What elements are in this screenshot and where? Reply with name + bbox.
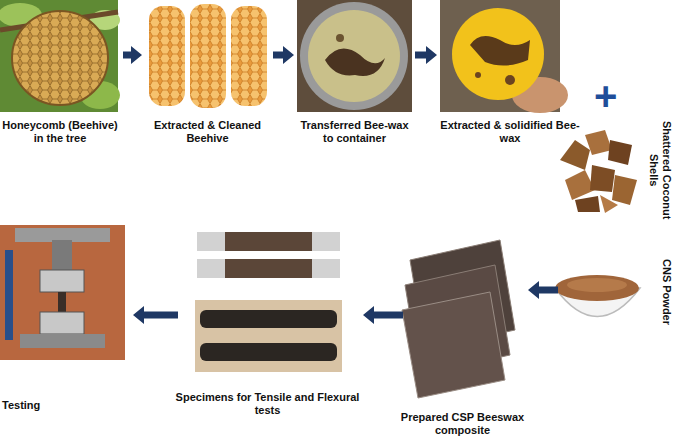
step-caption: Specimens for Tensile and Flexural tests (175, 391, 360, 417)
photo-step: Honeycomb (Beehive) in the tree (0, 0, 120, 145)
testing-machine-photo (0, 225, 125, 360)
step-caption: Transferred Bee-wax to container (297, 119, 412, 145)
photo-step: CNS Powder (555, 245, 675, 340)
container-photo (297, 0, 412, 112)
composite-plates-photo (400, 235, 522, 403)
step-caption: Extracted & solidified Bee-wax (440, 119, 580, 145)
photo-step: Shattered Coconut Shells (555, 118, 675, 223)
flow-arrow (123, 46, 142, 64)
coconut-shells-photo (555, 125, 640, 215)
flow-arrow (133, 306, 178, 324)
cleaned-comb-photo (145, 0, 270, 112)
step-caption: Extracted & Cleaned Beehive (145, 119, 270, 145)
powder-bowl-photo (555, 250, 640, 335)
photo-step: Testing (0, 222, 130, 412)
step-caption: Testing (2, 399, 130, 412)
flow-arrow (415, 46, 437, 64)
honeycomb-photo (0, 0, 120, 112)
step-caption: Prepared CSP Beeswax composite (400, 411, 525, 437)
flow-arrow (273, 46, 294, 64)
plus-sign: + (594, 76, 617, 116)
solid-wax-photo (440, 0, 568, 113)
photo-step: Transferred Bee-wax to container (297, 0, 412, 145)
step-caption: Honeycomb (Beehive) in the tree (0, 119, 120, 145)
flow-arrow (363, 306, 403, 324)
photo-step: Specimens for Tensile and Flexural tests (175, 222, 360, 417)
specimens-photo (195, 225, 342, 372)
flow-arrow (528, 281, 558, 299)
step-caption: CNS Powder (643, 245, 673, 340)
step-caption: Shattered Coconut Shells (643, 118, 673, 223)
photo-step: Extracted & Cleaned Beehive (145, 0, 270, 145)
photo-step: Extracted & solidified Bee-wax (440, 0, 580, 145)
photo-step: Prepared CSP Beeswax composite (400, 232, 525, 437)
